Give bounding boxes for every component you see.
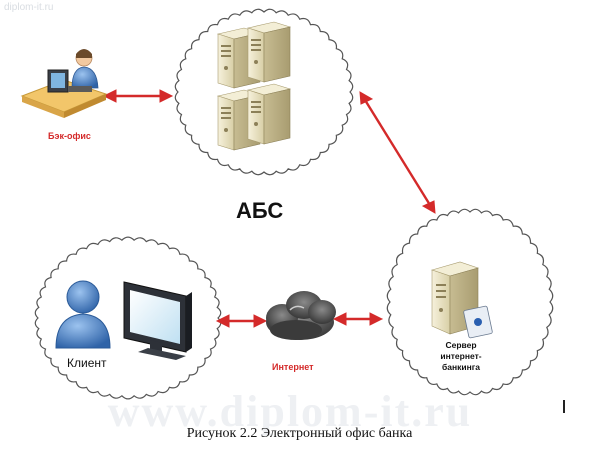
back-office-workstation-icon — [20, 49, 108, 118]
arrow-abs-server — [359, 91, 436, 214]
server-label-line3: банкинга — [442, 362, 480, 372]
server-label-line2: интернет- — [440, 351, 482, 361]
internet-banking-server-icon — [430, 261, 493, 339]
client-monitor-icon — [123, 281, 192, 360]
arrow-client-internet — [215, 314, 268, 328]
client-person-icon — [55, 280, 111, 349]
watermark-large: www.diplom-it.ru — [107, 387, 473, 436]
internet-label: Интернет — [272, 362, 314, 372]
arrow-backoffice-abs — [102, 89, 174, 103]
abs-server-cluster-icon — [216, 21, 292, 151]
client-label: Клиент — [67, 356, 107, 370]
internet-banking-server-label: Сервер интернет- банкинга — [432, 340, 490, 373]
server-label-line1: Сервер — [445, 340, 477, 350]
abs-server-tower-2 — [246, 21, 292, 83]
watermark-small: diplom-it.ru — [4, 2, 54, 13]
abs-label: АБС — [236, 198, 284, 223]
back-office-label: Бэк-офис — [48, 131, 91, 141]
internet-cloud-icon — [266, 291, 336, 340]
arrow-internet-server — [332, 312, 384, 326]
text-cursor-mark — [563, 400, 565, 413]
figure-caption: Рисунок 2.2 Электронный офис банка — [186, 426, 413, 441]
abs-server-tower-4 — [246, 83, 292, 145]
